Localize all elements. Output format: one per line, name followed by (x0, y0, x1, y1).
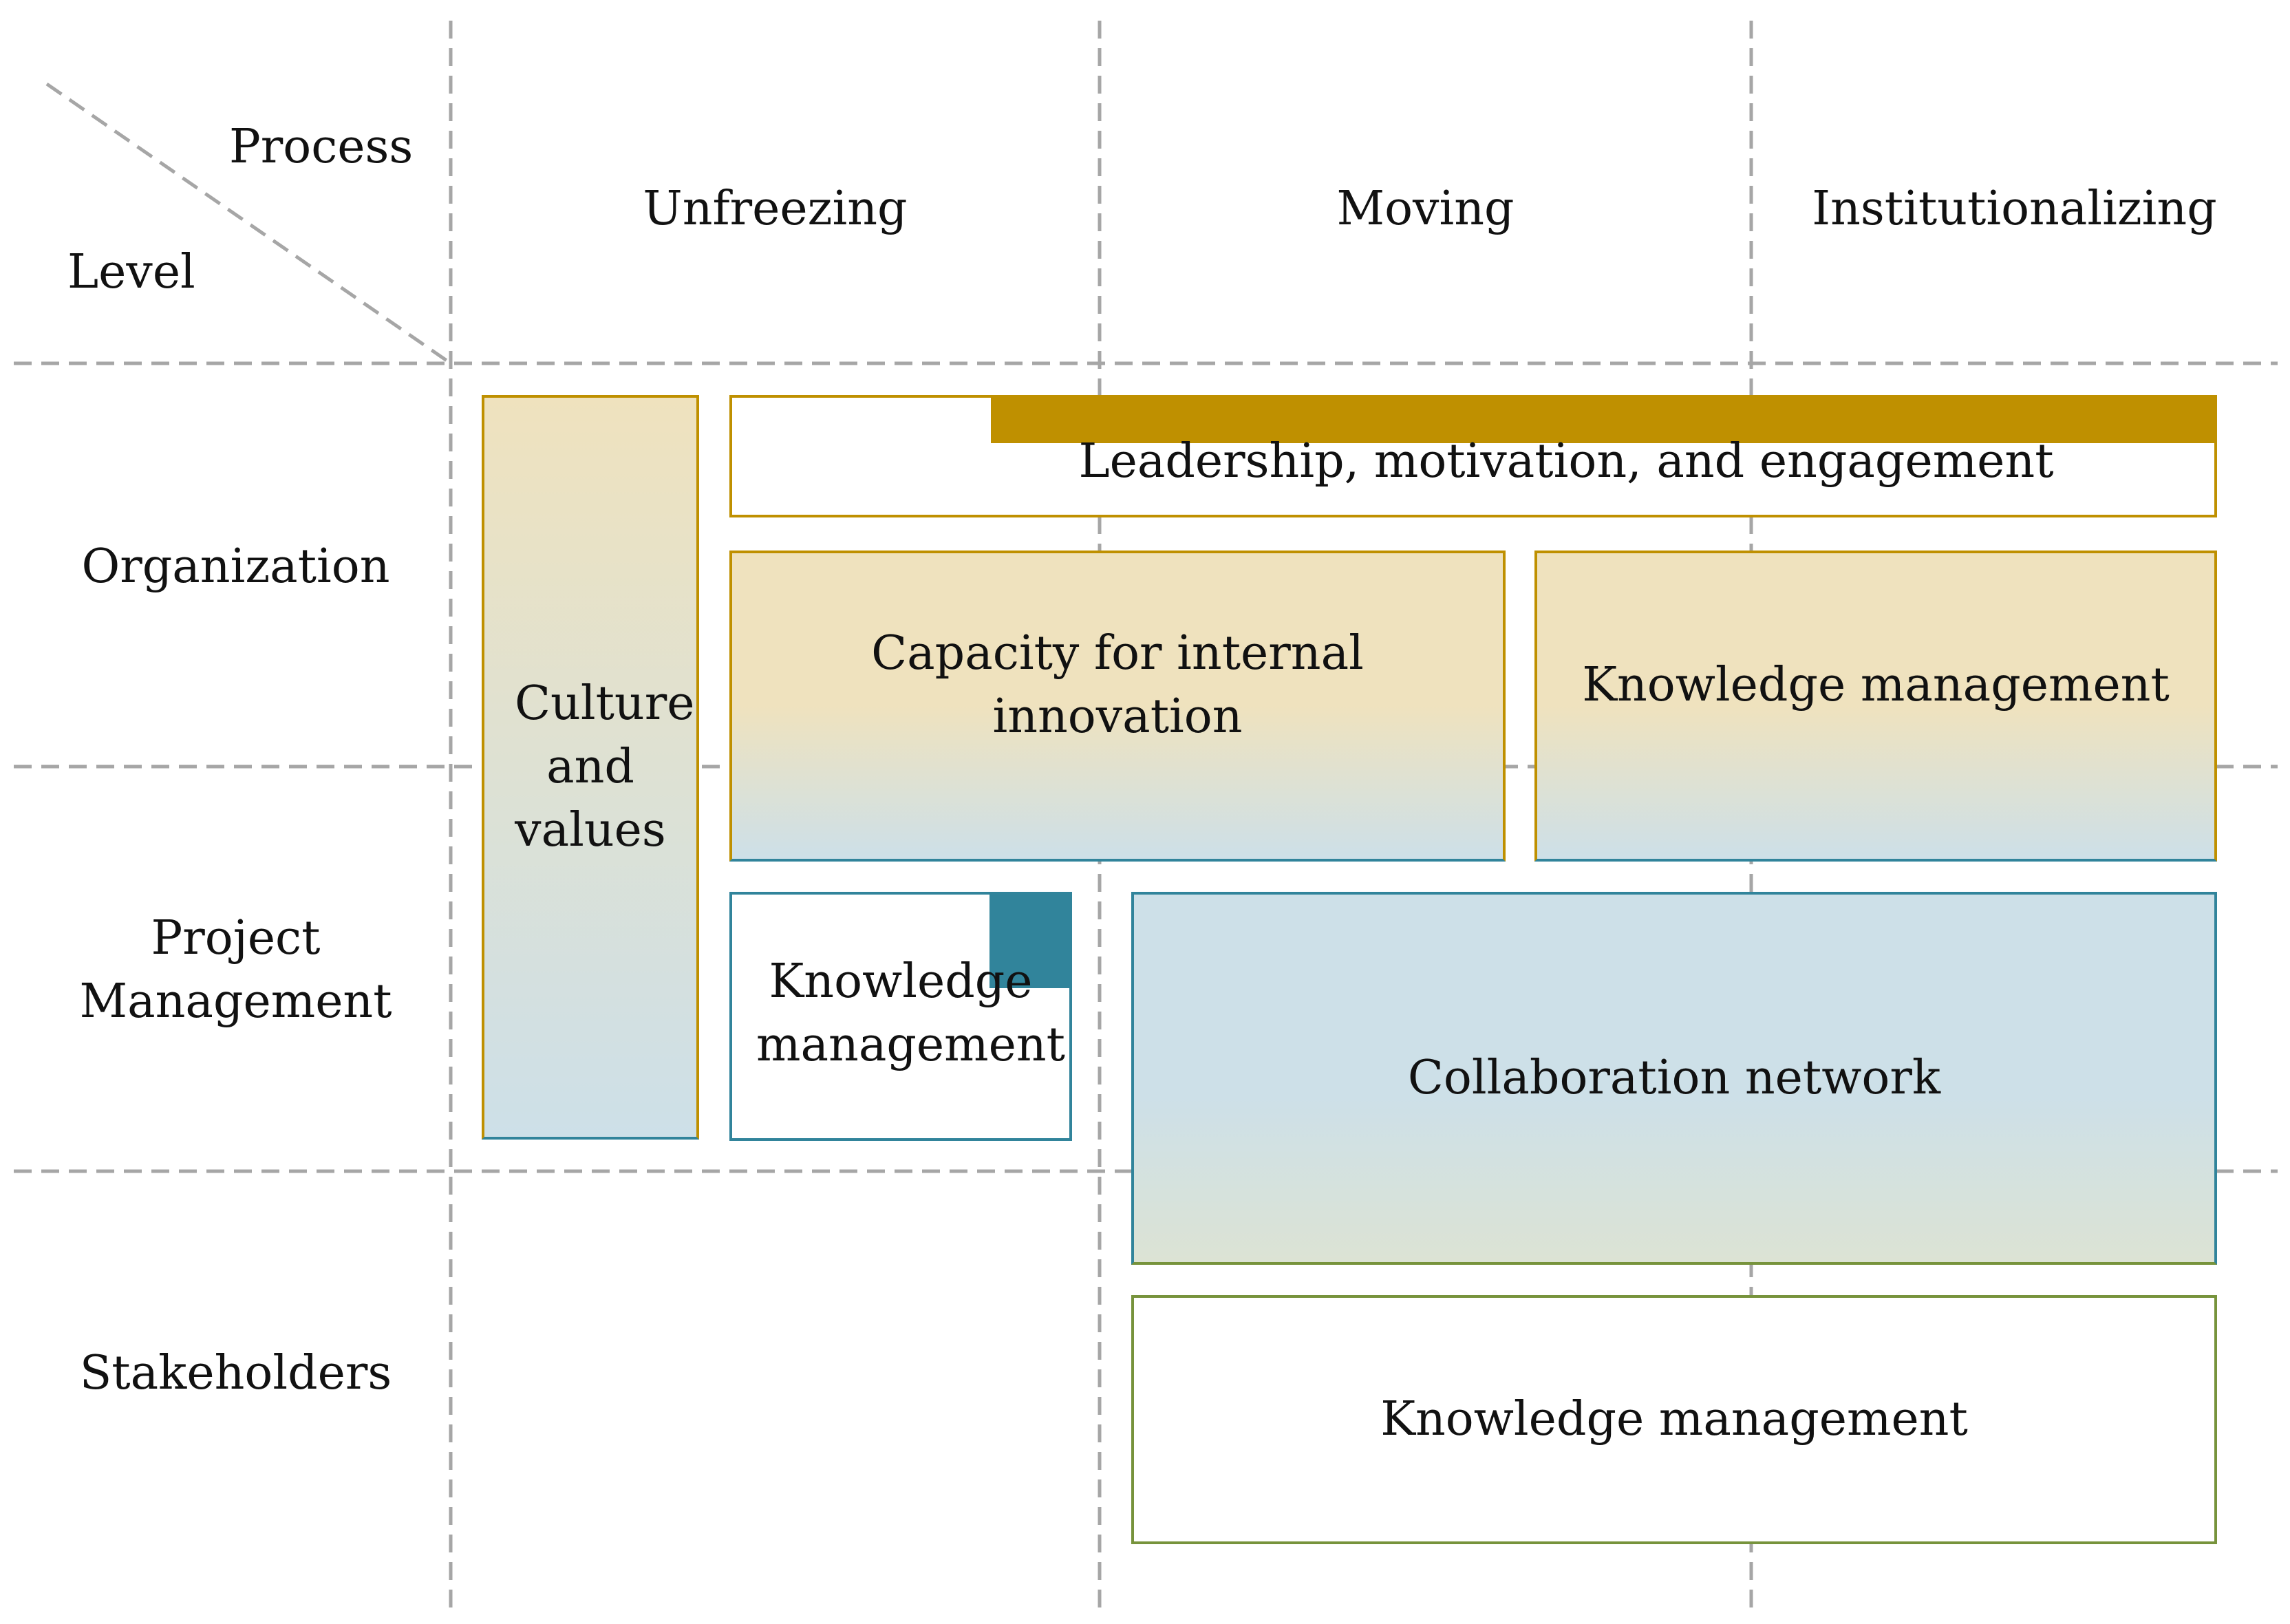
row-label-project-management-text: Project Management (79, 911, 392, 1029)
row-label-organization-text: Organization (81, 539, 390, 594)
column-header-unfreezing: Unfreezing (643, 182, 908, 236)
box-knowledge-management-stakeholders: Knowledge management (1131, 1295, 2217, 1544)
box-km-stakeholders-text: Knowledge management (1380, 1392, 1968, 1446)
box-collaboration-text: Collaboration network (1407, 1051, 1941, 1105)
row-label-stakeholders: Stakeholders (21, 1342, 451, 1405)
box-capacity-text: Capacity for internal innovation (871, 626, 1364, 744)
column-header-institutionalizing: Institutionalizing (1812, 182, 2217, 236)
row-label-project-management: Project Management (55, 907, 416, 1034)
column-header-moving: Moving (1336, 182, 1515, 236)
box-collaboration-network: Collaboration network (1131, 892, 2217, 1265)
leadership-accent-bar (991, 398, 2214, 443)
box-culture-and-values: Culture and values (482, 395, 699, 1140)
box-capacity-for-internal-innovation: Capacity for internal innovation (729, 551, 1506, 862)
box-knowledge-management-project: Knowledge management (729, 892, 1072, 1141)
box-km-organization-text: Knowledge management (1582, 658, 2170, 712)
row-label-organization: Organization (21, 535, 451, 599)
km-project-accent-square (989, 895, 1069, 988)
box-km-project-text: Knowledge management (756, 954, 1065, 1072)
process-header-label: Process (229, 120, 414, 174)
box-leadership-text: Leadership, motivation, and engagement (1078, 434, 2054, 489)
level-header-label: Level (67, 245, 195, 299)
box-knowledge-management-organization: Knowledge management (1534, 551, 2217, 862)
box-culture-and-values-text: Culture and values (515, 676, 695, 857)
box-leadership-motivation-engagement: Leadership, motivation, and engagement (729, 395, 2217, 517)
row-label-stakeholders-text: Stakeholders (79, 1346, 392, 1400)
